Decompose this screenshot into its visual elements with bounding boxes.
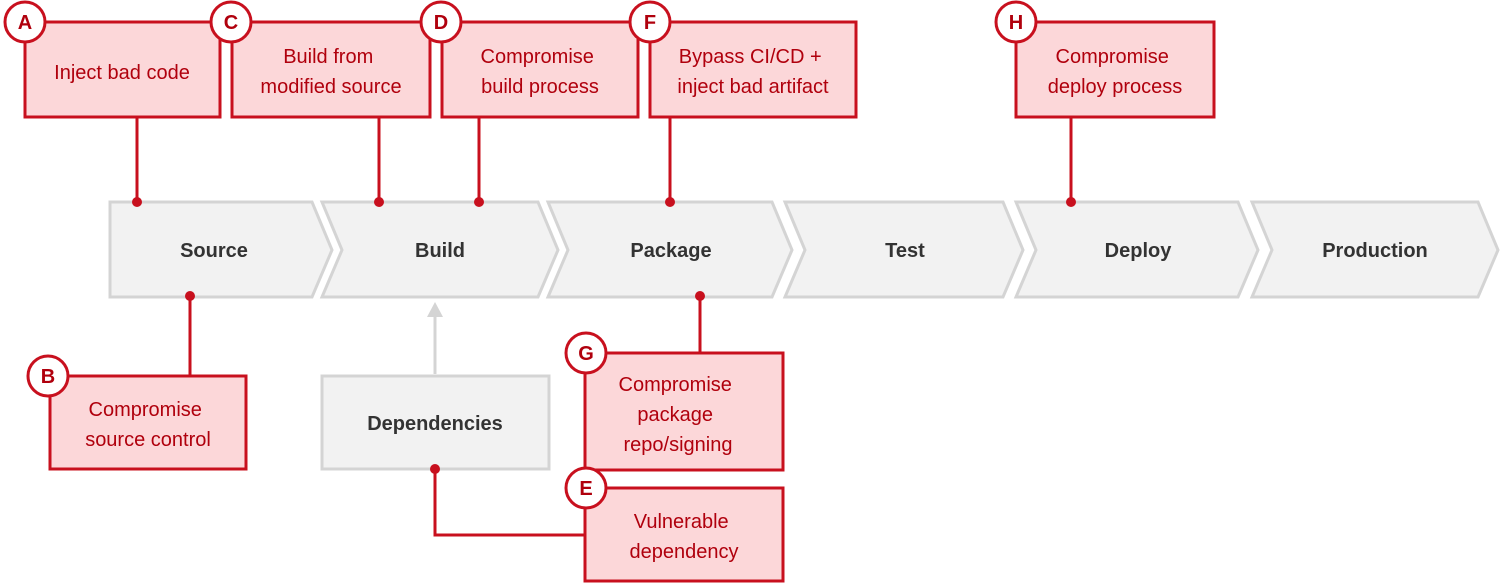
stage-label-source: Source [180, 240, 248, 262]
pipeline: Source Build Package Test Deploy Product… [108, 200, 1500, 299]
stage-deploy: Deploy [1013, 200, 1260, 299]
badge-h: H [994, 0, 1038, 44]
connectors [132, 117, 1076, 537]
threat-label-e: Vulnerable dependency [630, 511, 739, 563]
threat-e: Vulnerable dependency [583, 486, 785, 583]
stage-production: Production [1249, 200, 1500, 299]
dependencies-arrow-head [427, 302, 443, 317]
threat-label-g: Compromise package repo/signing [619, 374, 738, 456]
threat-f: Bypass CI/CD + inject bad artifact [648, 20, 858, 119]
badge-letter-b: B [41, 366, 55, 388]
badge-letter-d: D [434, 12, 448, 34]
badge-c: C [209, 0, 253, 44]
badge-g: G [564, 331, 608, 375]
badge-letter-c: C [224, 12, 238, 34]
threat-b: Compromise source control [48, 374, 248, 471]
threat-a: Inject bad code [23, 20, 222, 119]
threat-label-h: Compromise deploy process [1048, 46, 1183, 98]
connector-dot-c [374, 197, 384, 207]
stage-label-production: Production [1322, 240, 1428, 262]
threat-label-a: Inject bad code [54, 62, 190, 84]
connector-e [433, 469, 585, 537]
badge-letter-e: E [579, 478, 592, 500]
badge-d: D [419, 0, 463, 44]
stage-label-build: Build [415, 240, 465, 262]
threat-label-c: Build from modified source [260, 46, 401, 98]
stage-source: Source [108, 200, 334, 299]
threat-c: Build from modified source [230, 20, 432, 119]
stage-label-deploy: Deploy [1105, 240, 1173, 262]
stage-test: Test [782, 200, 1025, 299]
dependencies-label: Dependencies [367, 413, 503, 435]
stage-label-package: Package [630, 240, 711, 262]
dependencies-box [320, 374, 551, 471]
connector-dot-f [665, 197, 675, 207]
threat-label-f: Bypass CI/CD + inject bad artifact [677, 46, 829, 98]
dependencies: Dependencies [320, 302, 551, 471]
stage-label-test: Test [885, 240, 925, 262]
badge-f: F [628, 0, 672, 44]
badge-letter-a: A [18, 12, 32, 34]
stage-build: Build [319, 200, 560, 299]
threat-label-d: Compromise build process [481, 46, 600, 98]
badge-e: E [564, 466, 608, 510]
connector-dot-h [1066, 197, 1076, 207]
threat-d: Compromise build process [440, 20, 640, 119]
badge-b: B [26, 354, 70, 398]
badges: A B C D E F G H [3, 0, 1038, 510]
connector-dot-g [695, 291, 705, 301]
stage-package: Package [545, 200, 794, 299]
threats: Inject bad code Compromise source contro… [23, 20, 1216, 583]
badge-letter-h: H [1009, 12, 1023, 34]
connector-dot-a [132, 197, 142, 207]
badge-letter-g: G [578, 343, 594, 365]
badge-a: A [3, 0, 47, 44]
connector-dot-e [430, 464, 440, 474]
threat-label-b: Compromise source control [85, 399, 211, 451]
connector-dot-b [185, 291, 195, 301]
threat-g: Compromise package repo/signing [583, 351, 785, 472]
badge-letter-f: F [644, 12, 656, 34]
connector-dot-d [474, 197, 484, 207]
threat-h: Compromise deploy process [1014, 20, 1216, 119]
